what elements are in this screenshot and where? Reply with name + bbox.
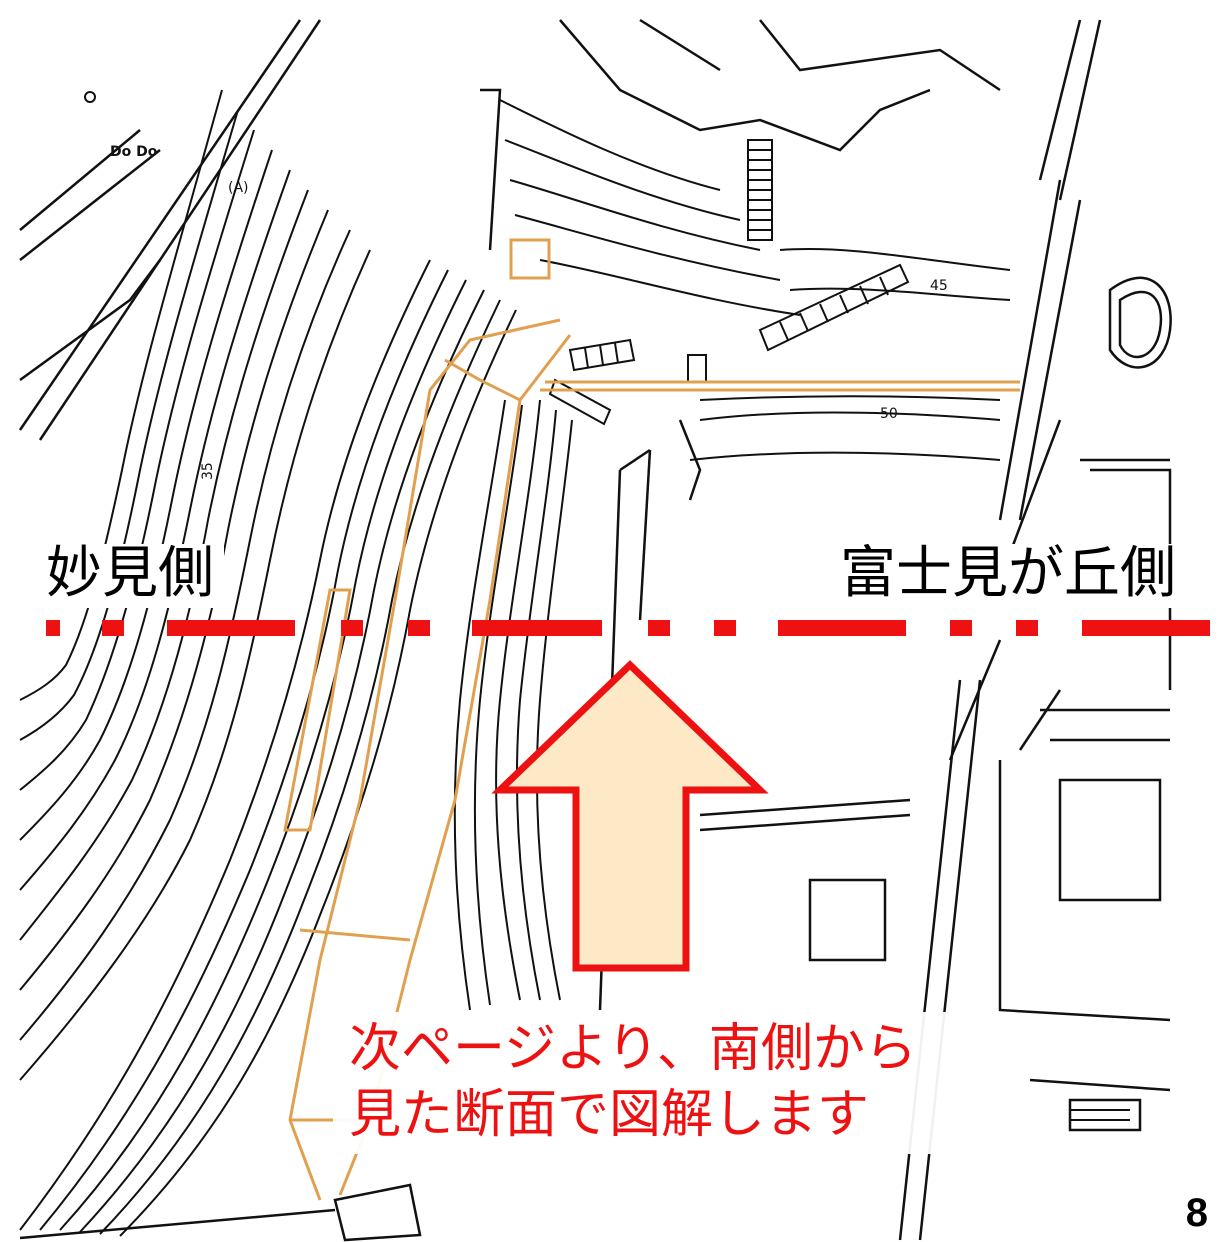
- area-mark-label: (A): [228, 180, 249, 196]
- section-line: [46, 620, 1210, 636]
- orange-path-outline: [283, 238, 1020, 1201]
- contour-label-45: 45: [930, 278, 948, 294]
- map-code-label: Do Do: [110, 144, 158, 160]
- label-fujimigaoka-side: 富士見が丘側: [836, 544, 1182, 608]
- contour-lines: [19, 89, 1011, 1237]
- page-number: 8: [1183, 1191, 1210, 1236]
- label-myoken-side: 妙見側: [40, 544, 224, 608]
- explanation-note: 次ページより、南側から 見た断面で図解します: [333, 1012, 1005, 1154]
- note-line-1: 次ページより、南側から: [349, 1019, 917, 1079]
- note-line-2: 見た断面で図解します: [349, 1085, 870, 1145]
- map-text-annotations: Do Do (A) 45 50 35: [84, 91, 948, 480]
- contour-label-35: 35: [200, 462, 216, 480]
- contour-label-50: 50: [880, 406, 898, 422]
- up-arrow-icon: [491, 660, 769, 972]
- survey-point-icon: [84, 91, 96, 103]
